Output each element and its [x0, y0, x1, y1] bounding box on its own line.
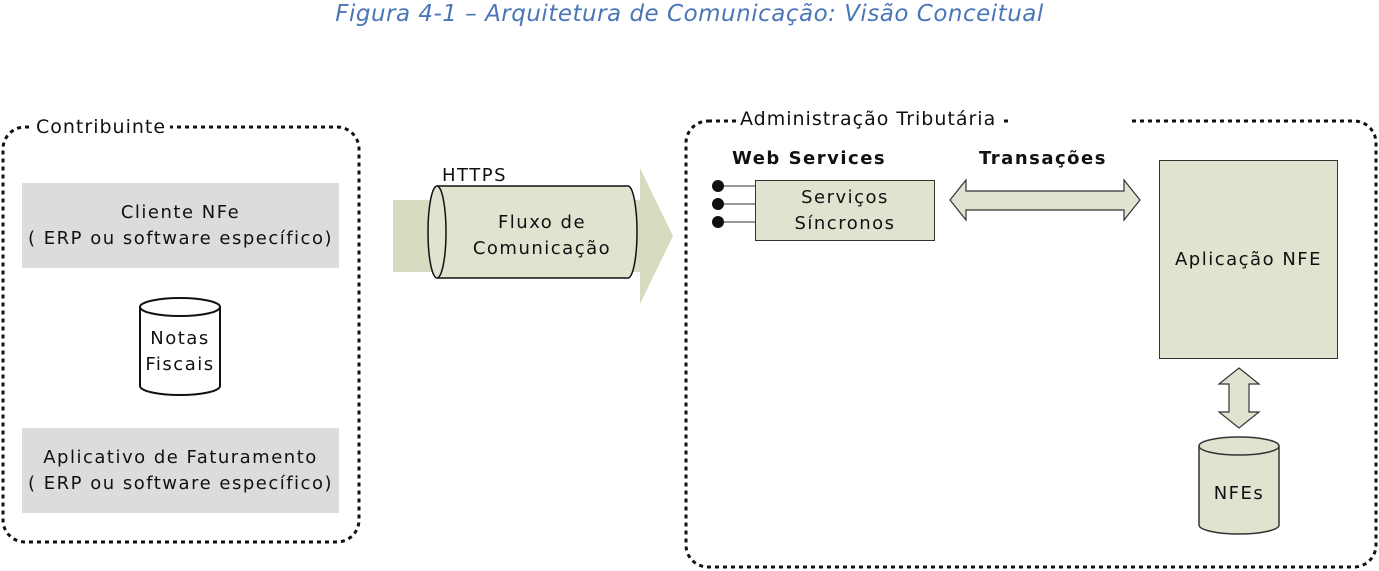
aplicativo-faturamento-box: Aplicativo de Faturamento ( ERP ou softw… [22, 428, 339, 513]
transacoes-label: Transações [979, 148, 1107, 169]
fluxo-line2: Comunicação [472, 238, 612, 259]
fluxo-line1: Fluxo de [497, 212, 587, 233]
cliente-nfe-subtitle: ( ERP ou software específico) [28, 227, 333, 249]
pipe-cylinder-shape [427, 185, 638, 279]
notas-fiscais-line1: Notas [150, 328, 210, 349]
administracao-group-label: Administração Tributária [736, 108, 1001, 130]
servicos-line1: Serviços [801, 186, 889, 208]
contribuinte-group-border [1, 125, 361, 544]
administracao-border-gap [1010, 116, 1130, 128]
nfes-cylinder-shape [1198, 436, 1280, 535]
contribuinte-group-label: Contribuinte [32, 116, 171, 138]
notas-fiscais-label: Notas Fiscais [140, 322, 220, 382]
cliente-nfe-box: Cliente NFe ( ERP ou software específico… [22, 183, 339, 268]
nfes-label: NFEs [1199, 472, 1279, 516]
aplicacao-nfe-label: Aplicação NFE [1174, 248, 1323, 270]
servicos-sincronos-box: Serviços Síncronos [755, 180, 935, 241]
aplicacao-nfes-double-arrow [1217, 367, 1261, 429]
fluxo-comunicacao-label: Fluxo de Comunicação [450, 206, 634, 266]
aplicativo-faturamento-subtitle: ( ERP ou software específico) [28, 472, 333, 494]
figure-title: Figura 4-1 – Arquitetura de Comunicação:… [335, 1, 1044, 27]
aplicativo-faturamento-title: Aplicativo de Faturamento [43, 446, 318, 468]
aplicacao-nfe-box: Aplicação NFE [1159, 160, 1338, 359]
servicos-line2: Síncronos [794, 212, 896, 234]
nfes-text: NFEs [1213, 483, 1265, 504]
endpoint-dot-1 [712, 180, 724, 192]
cliente-nfe-title: Cliente NFe [120, 201, 241, 223]
notas-fiscais-line2: Fiscais [145, 354, 215, 375]
notas-fiscais-cylinder-shape [139, 297, 221, 396]
transacoes-double-arrow [949, 178, 1141, 222]
endpoint-dot-2 [712, 198, 724, 210]
https-label: HTTPS [442, 165, 507, 186]
endpoint-dot-3 [712, 216, 724, 228]
web-services-label: Web Services [732, 148, 887, 169]
web-service-endpoints [712, 180, 756, 228]
